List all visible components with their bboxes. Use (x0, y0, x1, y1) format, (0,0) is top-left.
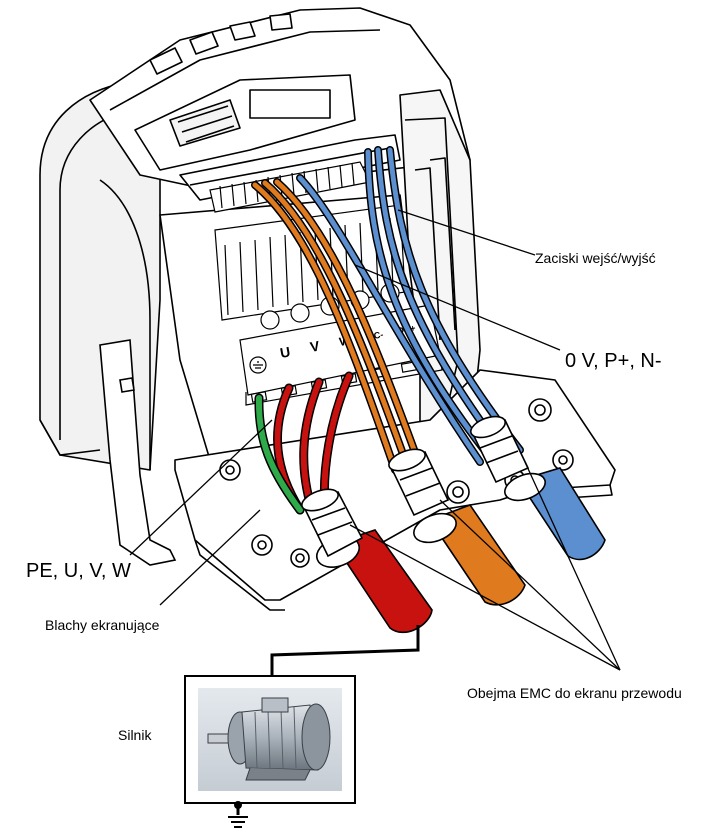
leader-emc-1 (349, 524, 621, 671)
leader-pe-uvw (129, 419, 273, 556)
leader-lines (129, 209, 621, 671)
ground-icon (228, 801, 248, 828)
green-pe-cable (254, 393, 305, 515)
emc-clamp-orange (388, 448, 450, 517)
leader-shield-plates (159, 509, 261, 606)
label-emc-clamp: Obejma EMC do ekranu przewodu (467, 685, 682, 701)
orange-cable-end (413, 504, 526, 606)
leader-io-terminals (397, 209, 536, 256)
label-shield-plates: Blachy ekranujące (45, 617, 160, 633)
terminal-mark-u: U (279, 343, 292, 361)
leader-dc-terminals (354, 264, 561, 351)
leader-emc-3 (524, 461, 621, 671)
emc-clamp-red (301, 488, 364, 558)
label-dc-terminals: 0 V, P+, N- (565, 350, 662, 372)
blue-io-cables (296, 146, 524, 466)
leader-emc-2 (439, 499, 621, 671)
label-power-terminals: PE, U, V, W (26, 560, 131, 582)
label-motor: Silnik (118, 727, 152, 743)
motor-icon (207, 697, 331, 781)
housing-bracket (39, 339, 177, 566)
orange-dc-cables (251, 178, 424, 474)
terminal-mark-v: V (309, 337, 322, 354)
emc-clamp-blue (470, 415, 530, 484)
label-io-terminals: Zaciski wejść/wyjść (535, 250, 656, 266)
